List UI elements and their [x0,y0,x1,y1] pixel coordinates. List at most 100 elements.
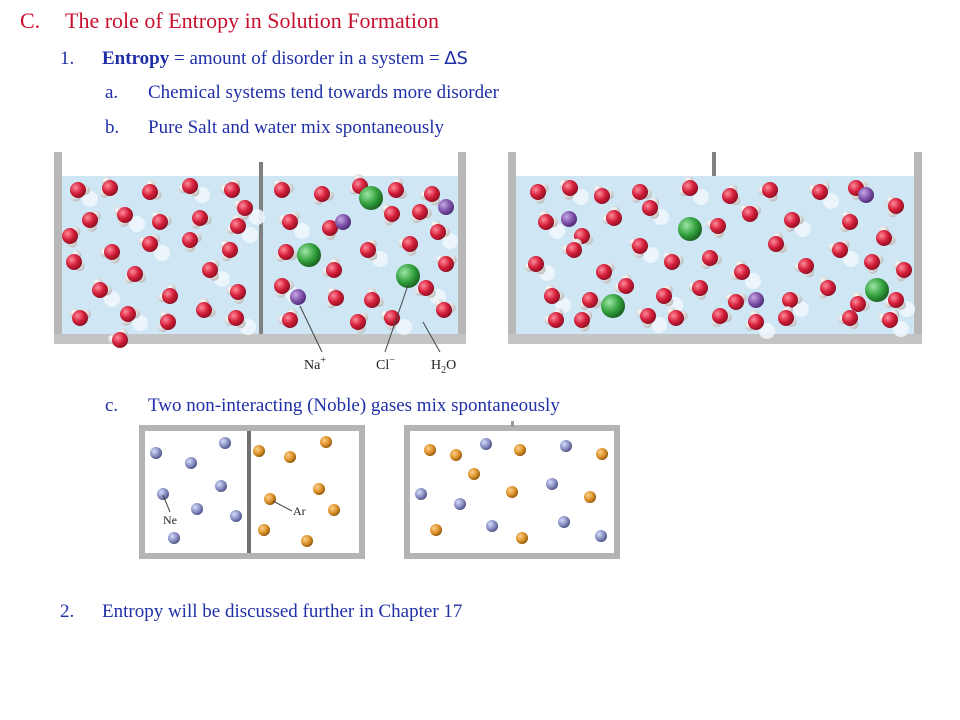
beaker-2-bottom [508,334,922,344]
oxygen-atom [762,182,778,198]
delta-s-symbol: ∆S [444,48,468,69]
label-ne: Ne [163,513,177,527]
water-molecule [818,276,836,299]
neon-atom [558,516,570,528]
water-molecule [706,218,726,238]
oxygen-atom [384,206,400,222]
oxygen-atom [92,282,108,298]
beaker-2-water-molecules [524,176,915,339]
beaker-2-wall-right [914,152,922,344]
faded-water-molecule [651,317,667,333]
oxygen-atom [712,308,728,324]
water-molecule [678,176,698,197]
water-molecule [530,182,549,204]
gas-box-1-divider [247,431,251,553]
argon-atom [328,504,340,516]
water-molecule [711,308,732,328]
water-molecule [538,210,558,230]
faded-water-molecule [249,209,265,225]
water-molecule [313,186,334,205]
oxygen-atom [596,264,612,280]
item-1b-text: Pure Salt and water mix spontaneously [148,117,445,138]
beaker-2-raised-divider [712,152,716,176]
water-molecule [614,274,634,294]
gas-box-2-raised-divider [511,421,514,427]
gas-box-1-atoms [150,436,340,547]
water-molecule [273,179,294,198]
item-2-text: Entropy will be discussed further in Cha… [102,601,463,622]
water-molecule [100,244,120,264]
water-molecule [360,239,378,261]
argon-atom [284,451,296,463]
oxygen-atom [142,184,158,200]
water-molecule [828,239,850,258]
oxygen-atom [328,290,344,306]
gas-box-1-label-pointers [162,494,293,513]
oxygen-atom [274,278,290,294]
argon-atom [320,436,332,448]
oxygen-atom [62,228,78,244]
section-heading: C. The role of Entropy in Solution Forma… [20,8,439,34]
item-1c-text: Two non-interacting (Noble) gases mix sp… [148,395,560,416]
water-molecule [544,308,564,328]
faded-water-molecule [745,273,761,289]
oxygen-atom [436,302,452,318]
water-molecule [596,262,615,284]
water-molecule [838,310,859,330]
argon-atom [596,448,608,460]
oxygen-atom [182,232,198,248]
beaker-1-bottom [54,334,466,344]
faded-water-molecule [643,247,659,263]
neon-atom [230,510,242,522]
oxygen-atom [278,244,294,260]
item-1-marker: 1. [60,48,75,69]
water-molecule [69,308,91,326]
neon-atom [168,532,180,544]
oxygen-atom [326,262,342,278]
faded-water-molecule [154,245,170,261]
oxygen-atom [66,254,82,270]
oxygen-atom [388,182,404,198]
oxygen-atom [692,280,708,296]
oxygen-atom [748,314,764,330]
oxygen-atom [778,310,794,326]
oxygen-atom [182,178,198,194]
water-molecule [158,284,178,304]
neon-atom [560,440,572,452]
oxygen-atom [192,210,208,226]
gas-box-2-atoms [415,438,608,544]
oxygen-atom [142,236,158,252]
neon-atom [415,488,427,500]
oxygen-atom [360,242,376,258]
water-molecule [82,210,101,232]
oxygen-atom [882,312,898,328]
sodium-ion [438,199,454,215]
item-1-bold: Entropy [102,48,170,69]
oxygen-atom [742,206,758,222]
water-molecule [666,307,688,326]
water-molecule [99,176,118,198]
water-molecule [224,310,246,329]
neon-atom [185,457,197,469]
water-molecule [226,214,246,235]
water-molecule [558,179,578,200]
oxygen-atom [364,292,380,308]
beaker-2-ions [561,187,889,318]
water-molecule [108,328,128,348]
neon-atom [480,438,492,450]
oxygen-atom [418,280,434,296]
faded-water-molecule [843,251,859,267]
oxygen-atom [384,310,400,326]
oxygen-atom [70,182,86,198]
water-molecule [388,178,407,200]
oxygen-atom [888,292,904,308]
water-molecule [233,199,253,220]
oxygen-atom [228,310,244,326]
argon-atom [506,486,518,498]
neon-atom [215,480,227,492]
faded-water-molecule [242,227,258,243]
faded-water-molecule [294,223,310,239]
water-molecule [544,284,564,304]
oxygen-atom [710,218,726,234]
oxygen-atom [618,278,634,294]
